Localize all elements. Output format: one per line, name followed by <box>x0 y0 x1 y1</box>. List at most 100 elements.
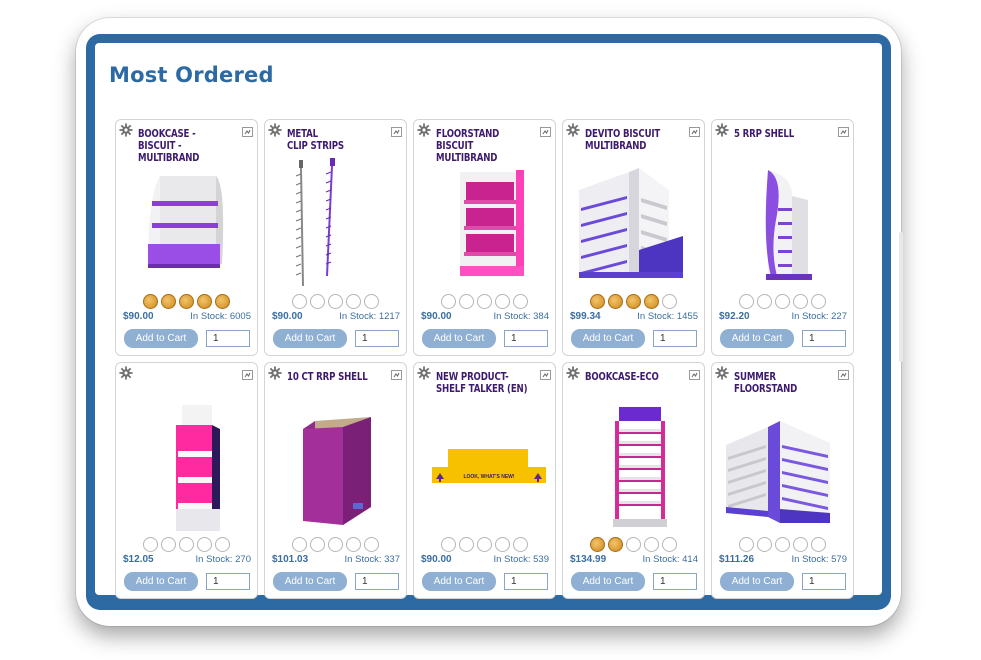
add-to-cart-button[interactable]: Add to Cart <box>720 329 794 348</box>
add-to-cart-button[interactable]: Add to Cart <box>422 572 496 591</box>
cookie-rating-icon[interactable] <box>292 537 307 552</box>
add-to-cart-button[interactable]: Add to Cart <box>124 329 198 348</box>
gear-icon[interactable] <box>119 123 133 137</box>
cookie-rating-icon[interactable] <box>775 294 790 309</box>
cookie-rating-icon[interactable] <box>197 537 212 552</box>
cookie-rating-icon[interactable] <box>644 537 659 552</box>
cookie-rating-icon[interactable] <box>477 537 492 552</box>
quantity-input[interactable]: 1 <box>802 330 846 347</box>
expand-icon[interactable] <box>391 367 402 380</box>
cookie-rating-icon[interactable] <box>626 294 641 309</box>
quantity-input[interactable]: 1 <box>206 573 250 590</box>
cookie-rating-icon[interactable] <box>739 537 754 552</box>
product-card[interactable]: Devito Biscuit Multibrand $99.34 In Stoc… <box>562 119 705 356</box>
add-to-cart-button[interactable]: Add to Cart <box>273 572 347 591</box>
expand-icon[interactable] <box>242 124 253 137</box>
gear-icon[interactable] <box>417 123 431 137</box>
cookie-rating-icon[interactable] <box>775 537 790 552</box>
product-image[interactable] <box>126 399 249 533</box>
gear-icon[interactable] <box>715 366 729 380</box>
quantity-input[interactable]: 1 <box>653 573 697 590</box>
cookie-rating-icon[interactable] <box>161 294 176 309</box>
cookie-rating-icon[interactable] <box>292 294 307 309</box>
add-to-cart-button[interactable]: Add to Cart <box>720 572 794 591</box>
cookie-rating-icon[interactable] <box>757 537 772 552</box>
quantity-input[interactable]: 1 <box>206 330 250 347</box>
product-image[interactable] <box>722 156 845 290</box>
product-image[interactable] <box>573 156 696 290</box>
quantity-input[interactable]: 1 <box>504 330 548 347</box>
cookie-rating-icon[interactable] <box>608 537 623 552</box>
cookie-rating-icon[interactable] <box>161 537 176 552</box>
product-card[interactable]: Bookcase-Eco $134.99 In Stock: 414 Add t… <box>562 362 705 599</box>
quantity-input[interactable]: 1 <box>802 573 846 590</box>
quantity-input[interactable]: 1 <box>504 573 548 590</box>
cookie-rating-icon[interactable] <box>459 294 474 309</box>
cookie-rating-icon[interactable] <box>662 294 677 309</box>
cookie-rating-icon[interactable] <box>757 294 772 309</box>
product-image[interactable] <box>126 156 249 290</box>
cookie-rating-icon[interactable] <box>328 537 343 552</box>
cookie-rating-icon[interactable] <box>364 294 379 309</box>
product-image[interactable] <box>573 399 696 533</box>
product-card[interactable]: Floorstand Biscuit Multibrand $90.00 In … <box>413 119 556 356</box>
product-image[interactable] <box>275 156 398 290</box>
cookie-rating-icon[interactable] <box>364 537 379 552</box>
add-to-cart-button[interactable]: Add to Cart <box>422 329 496 348</box>
cookie-rating-icon[interactable] <box>793 537 808 552</box>
cookie-rating-icon[interactable] <box>513 294 528 309</box>
cookie-rating-icon[interactable] <box>215 294 230 309</box>
cookie-rating-icon[interactable] <box>328 294 343 309</box>
cookie-rating-icon[interactable] <box>513 537 528 552</box>
cookie-rating-icon[interactable] <box>310 537 325 552</box>
cookie-rating-icon[interactable] <box>215 537 230 552</box>
cookie-rating-icon[interactable] <box>179 537 194 552</box>
product-image[interactable] <box>275 399 398 533</box>
cookie-rating-icon[interactable] <box>811 537 826 552</box>
cookie-rating-icon[interactable] <box>441 537 456 552</box>
cookie-rating-icon[interactable] <box>143 294 158 309</box>
cookie-rating-icon[interactable] <box>793 294 808 309</box>
expand-icon[interactable] <box>689 367 700 380</box>
cookie-rating-icon[interactable] <box>441 294 456 309</box>
quantity-input[interactable]: 1 <box>355 573 399 590</box>
cookie-rating-icon[interactable] <box>143 537 158 552</box>
cookie-rating-icon[interactable] <box>459 537 474 552</box>
product-image[interactable] <box>424 156 547 290</box>
product-card[interactable]: New Product- Shelf Talker (EN) LOOK, WHA… <box>413 362 556 599</box>
quantity-input[interactable]: 1 <box>355 330 399 347</box>
expand-icon[interactable] <box>391 124 402 137</box>
expand-icon[interactable] <box>689 124 700 137</box>
cookie-rating-icon[interactable] <box>662 537 677 552</box>
cookie-rating-icon[interactable] <box>644 294 659 309</box>
expand-icon[interactable] <box>540 367 551 380</box>
add-to-cart-button[interactable]: Add to Cart <box>571 572 645 591</box>
gear-icon[interactable] <box>119 366 133 380</box>
expand-icon[interactable] <box>242 367 253 380</box>
cookie-rating-icon[interactable] <box>346 294 361 309</box>
add-to-cart-button[interactable]: Add to Cart <box>124 572 198 591</box>
expand-icon[interactable] <box>838 367 849 380</box>
gear-icon[interactable] <box>268 123 282 137</box>
gear-icon[interactable] <box>566 123 580 137</box>
cookie-rating-icon[interactable] <box>477 294 492 309</box>
gear-icon[interactable] <box>715 123 729 137</box>
product-card[interactable]: 10 CT RRP Shell $101.03 In Stock: 337 Ad… <box>264 362 407 599</box>
product-card[interactable]: Summer Floorstand $111.26 In Stock: 579 … <box>711 362 854 599</box>
cookie-rating-icon[interactable] <box>739 294 754 309</box>
quantity-input[interactable]: 1 <box>653 330 697 347</box>
cookie-rating-icon[interactable] <box>495 294 510 309</box>
cookie-rating-icon[interactable] <box>346 537 361 552</box>
gear-icon[interactable] <box>566 366 580 380</box>
add-to-cart-button[interactable]: Add to Cart <box>273 329 347 348</box>
gear-icon[interactable] <box>268 366 282 380</box>
product-card[interactable]: $12.05 In Stock: 270 Add to Cart 1 <box>115 362 258 599</box>
gear-icon[interactable] <box>417 366 431 380</box>
cookie-rating-icon[interactable] <box>608 294 623 309</box>
cookie-rating-icon[interactable] <box>811 294 826 309</box>
product-card[interactable]: 5 RRP Shell $92.20 In Stock: 227 Add to … <box>711 119 854 356</box>
product-image[interactable] <box>722 399 845 533</box>
expand-icon[interactable] <box>838 124 849 137</box>
cookie-rating-icon[interactable] <box>590 294 605 309</box>
cookie-rating-icon[interactable] <box>590 537 605 552</box>
